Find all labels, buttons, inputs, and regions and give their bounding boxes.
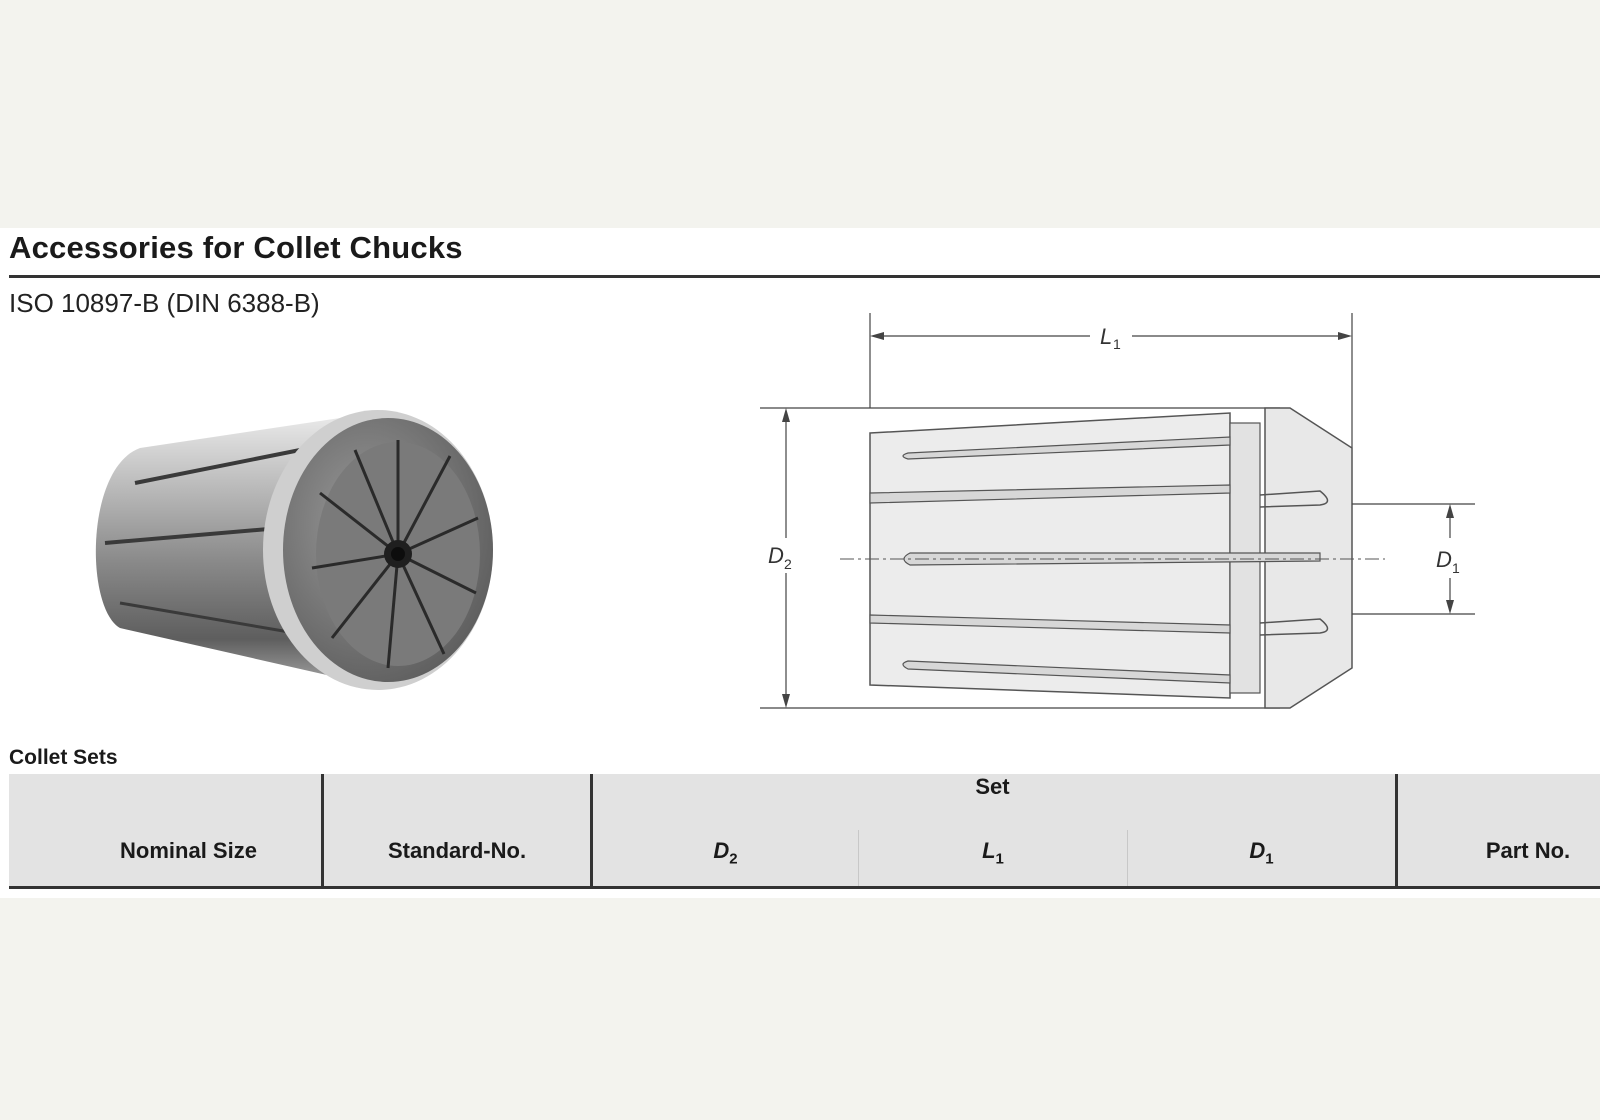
header-d1: D1	[1249, 838, 1274, 868]
collet-sets-label: Collet Sets	[9, 746, 118, 769]
table-header	[9, 774, 1600, 886]
table-header-rule	[9, 886, 1600, 889]
d2-label-sub: 2	[784, 556, 792, 572]
d2-label: D	[768, 543, 784, 568]
header-part-no: Part No.	[1485, 838, 1571, 863]
header-standard-no: Standard-No.	[387, 838, 527, 863]
standard-subtitle: ISO 10897-B (DIN 6388-B)	[9, 288, 320, 318]
column-divider	[321, 774, 324, 889]
column-divider	[1395, 774, 1398, 889]
column-divider	[1127, 830, 1128, 886]
l1-label-sub: 1	[1113, 336, 1121, 352]
header-nominal-size: Nominal Size	[120, 838, 257, 863]
d1-label: D	[1436, 547, 1452, 572]
column-divider	[858, 830, 859, 886]
set-group-header: Set	[975, 774, 1010, 799]
header-l1: L1	[982, 838, 1004, 868]
d1-label-sub: 1	[1452, 560, 1460, 576]
datasheet: Accessories for Collet Chucks ISO 10897-…	[0, 228, 1600, 898]
header-d2: D2	[713, 838, 738, 868]
collet-technical-drawing: L 1 D 2 D 1	[760, 313, 1475, 709]
page-title: Accessories for Collet Chucks	[9, 230, 463, 265]
collet-photo	[95, 410, 493, 690]
column-divider	[590, 774, 593, 889]
l1-label: L	[1100, 324, 1112, 349]
title-divider	[9, 275, 1600, 278]
